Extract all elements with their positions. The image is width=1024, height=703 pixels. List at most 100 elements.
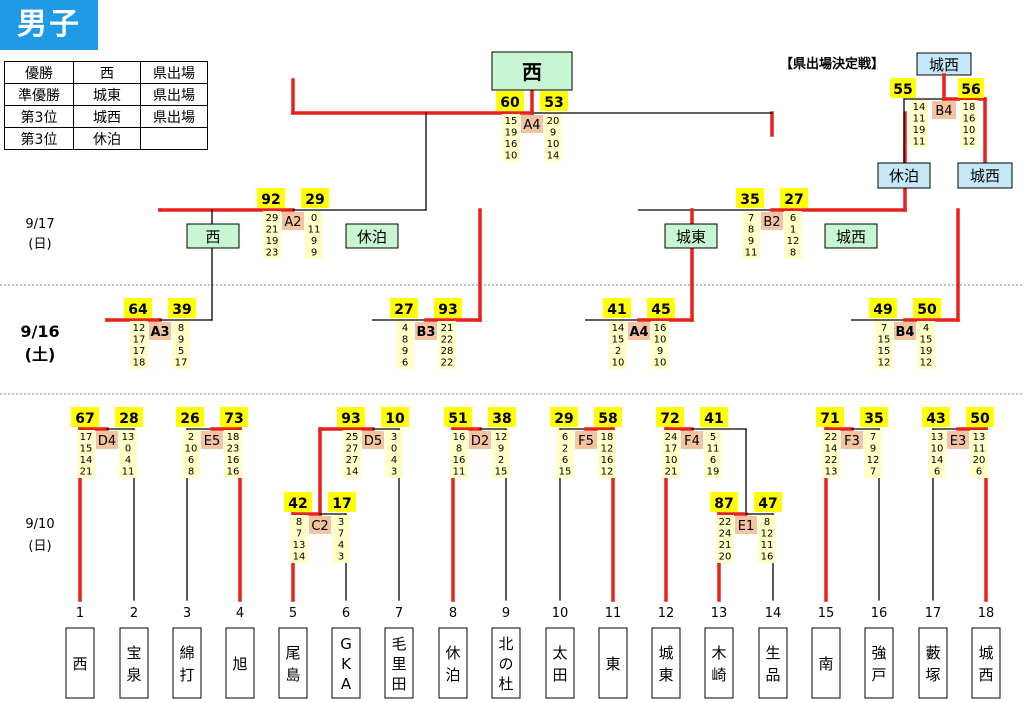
game-code-box (362, 431, 384, 449)
score-left: 42 (288, 496, 307, 512)
team-name-char: 木 (711, 644, 726, 662)
quarter-score-right: 16 (761, 552, 774, 563)
quarter-score-right: 6 (710, 455, 716, 466)
score-left: 43 (926, 411, 945, 427)
quarter-col-right (544, 114, 562, 162)
quarter-score-left: 10 (505, 151, 518, 162)
score-right: 35 (864, 411, 883, 427)
quarter-col-left (130, 321, 148, 369)
quarter-col-right (172, 321, 190, 369)
team-name: 休泊 (445, 644, 460, 684)
quarter-score-right: 12 (867, 455, 880, 466)
score-right: 47 (758, 496, 777, 512)
game-code-box (282, 212, 304, 230)
score-box-left (710, 492, 738, 512)
quarter-col-left (77, 430, 95, 478)
team-name-char: 品 (765, 666, 780, 684)
quarter-score-right: 4 (391, 455, 397, 466)
team-name: 太田 (552, 644, 567, 684)
quarter-score-left: 8 (456, 444, 462, 455)
game-code: F4 (684, 434, 700, 449)
results-row: 準優勝城東県出場 (4, 83, 208, 106)
game-code: F5 (578, 434, 594, 449)
score-box-left (124, 298, 152, 318)
quarter-score-left: 9 (402, 346, 408, 357)
slot-number: 12 (658, 606, 675, 621)
game-code: C2 (311, 519, 328, 534)
quarter-score-left: 10 (612, 358, 625, 369)
team-box (278, 627, 308, 699)
team-name-char: 杜 (498, 675, 513, 693)
quarter-score-left: 7 (296, 529, 302, 540)
quarter-score-right: 15 (920, 335, 933, 346)
team-box (65, 627, 95, 699)
game-code-box (415, 322, 437, 340)
quarter-col-left (182, 430, 200, 478)
quarter-score-left: 12 (878, 358, 891, 369)
day-label: (日) (28, 539, 51, 554)
playoff-score-left: 55 (893, 82, 912, 98)
quarter-col-left (556, 430, 574, 478)
team-name: 木崎 (711, 644, 726, 684)
playoff-quarter-score-right: 16 (963, 114, 976, 125)
day-label: (日) (28, 237, 51, 252)
score-right: 29 (305, 192, 324, 208)
quarter-score-right: 5 (178, 346, 184, 357)
quarter-score-left: 6 (402, 358, 408, 369)
quarter-score-left: 13 (825, 467, 838, 478)
quarter-score-left: 9 (748, 236, 754, 247)
quarter-col-left (396, 321, 414, 369)
score-box-left (816, 407, 844, 427)
quarter-score-left: 17 (665, 444, 678, 455)
quarter-score-left: 17 (133, 335, 146, 346)
game-code: F3 (844, 434, 860, 449)
quarter-score-right: 11 (707, 444, 720, 455)
champion-box (491, 51, 573, 91)
team-box (438, 627, 468, 699)
quarter-score-right: 14 (547, 151, 560, 162)
score-left: 92 (261, 192, 280, 208)
team-name-char: 田 (391, 675, 406, 693)
quarter-score-left: 15 (878, 335, 891, 346)
playoff-quarter-score-left: 14 (913, 102, 926, 113)
quarter-score-right: 3 (391, 467, 397, 478)
quarter-score-right: 9 (870, 444, 876, 455)
team-box (704, 627, 734, 699)
team-name-char: 綿 (179, 644, 194, 662)
quarter-score-right: 9 (498, 444, 504, 455)
quarter-col-left (662, 430, 680, 478)
slot-number: 13 (711, 606, 728, 621)
slot-number: 2 (130, 606, 138, 621)
game-code-box (575, 431, 597, 449)
quarter-score-right: 5 (710, 432, 716, 443)
quarter-score-left: 27 (346, 444, 359, 455)
quarter-score-right: 11 (122, 467, 135, 478)
team-name: 城西 (978, 644, 993, 684)
game-code: B2 (763, 215, 780, 230)
game-code: B3 (417, 325, 436, 340)
team-name: 藪塚 (925, 644, 940, 684)
quarter-col-left (450, 430, 468, 478)
playoff-right-team: 城西 (970, 167, 1000, 185)
page-title: 男子 (0, 0, 98, 50)
quarter-score-left: 8 (402, 335, 408, 346)
quarter-score-right: 12 (495, 432, 508, 443)
team-name-char: 打 (179, 666, 194, 684)
score-box-right (168, 298, 196, 318)
game-code: A3 (150, 325, 169, 340)
quarter-score-right: 8 (790, 248, 796, 259)
team-name-char: 泊 (445, 666, 460, 684)
playoff-quarter-score-right: 10 (963, 125, 976, 136)
score-left: 64 (128, 302, 148, 318)
quarter-score-left: 27 (346, 455, 359, 466)
quarter-score-left: 16 (505, 139, 518, 150)
team-box (598, 627, 628, 699)
quarter-score-left: 15 (878, 346, 891, 357)
team-box (172, 627, 202, 699)
semi-team-tag-label: 休泊 (357, 228, 387, 246)
quarter-score-right: 9 (550, 128, 556, 139)
score-box-right (860, 407, 888, 427)
quarter-col-left (928, 430, 946, 478)
score-left: 72 (660, 411, 679, 427)
